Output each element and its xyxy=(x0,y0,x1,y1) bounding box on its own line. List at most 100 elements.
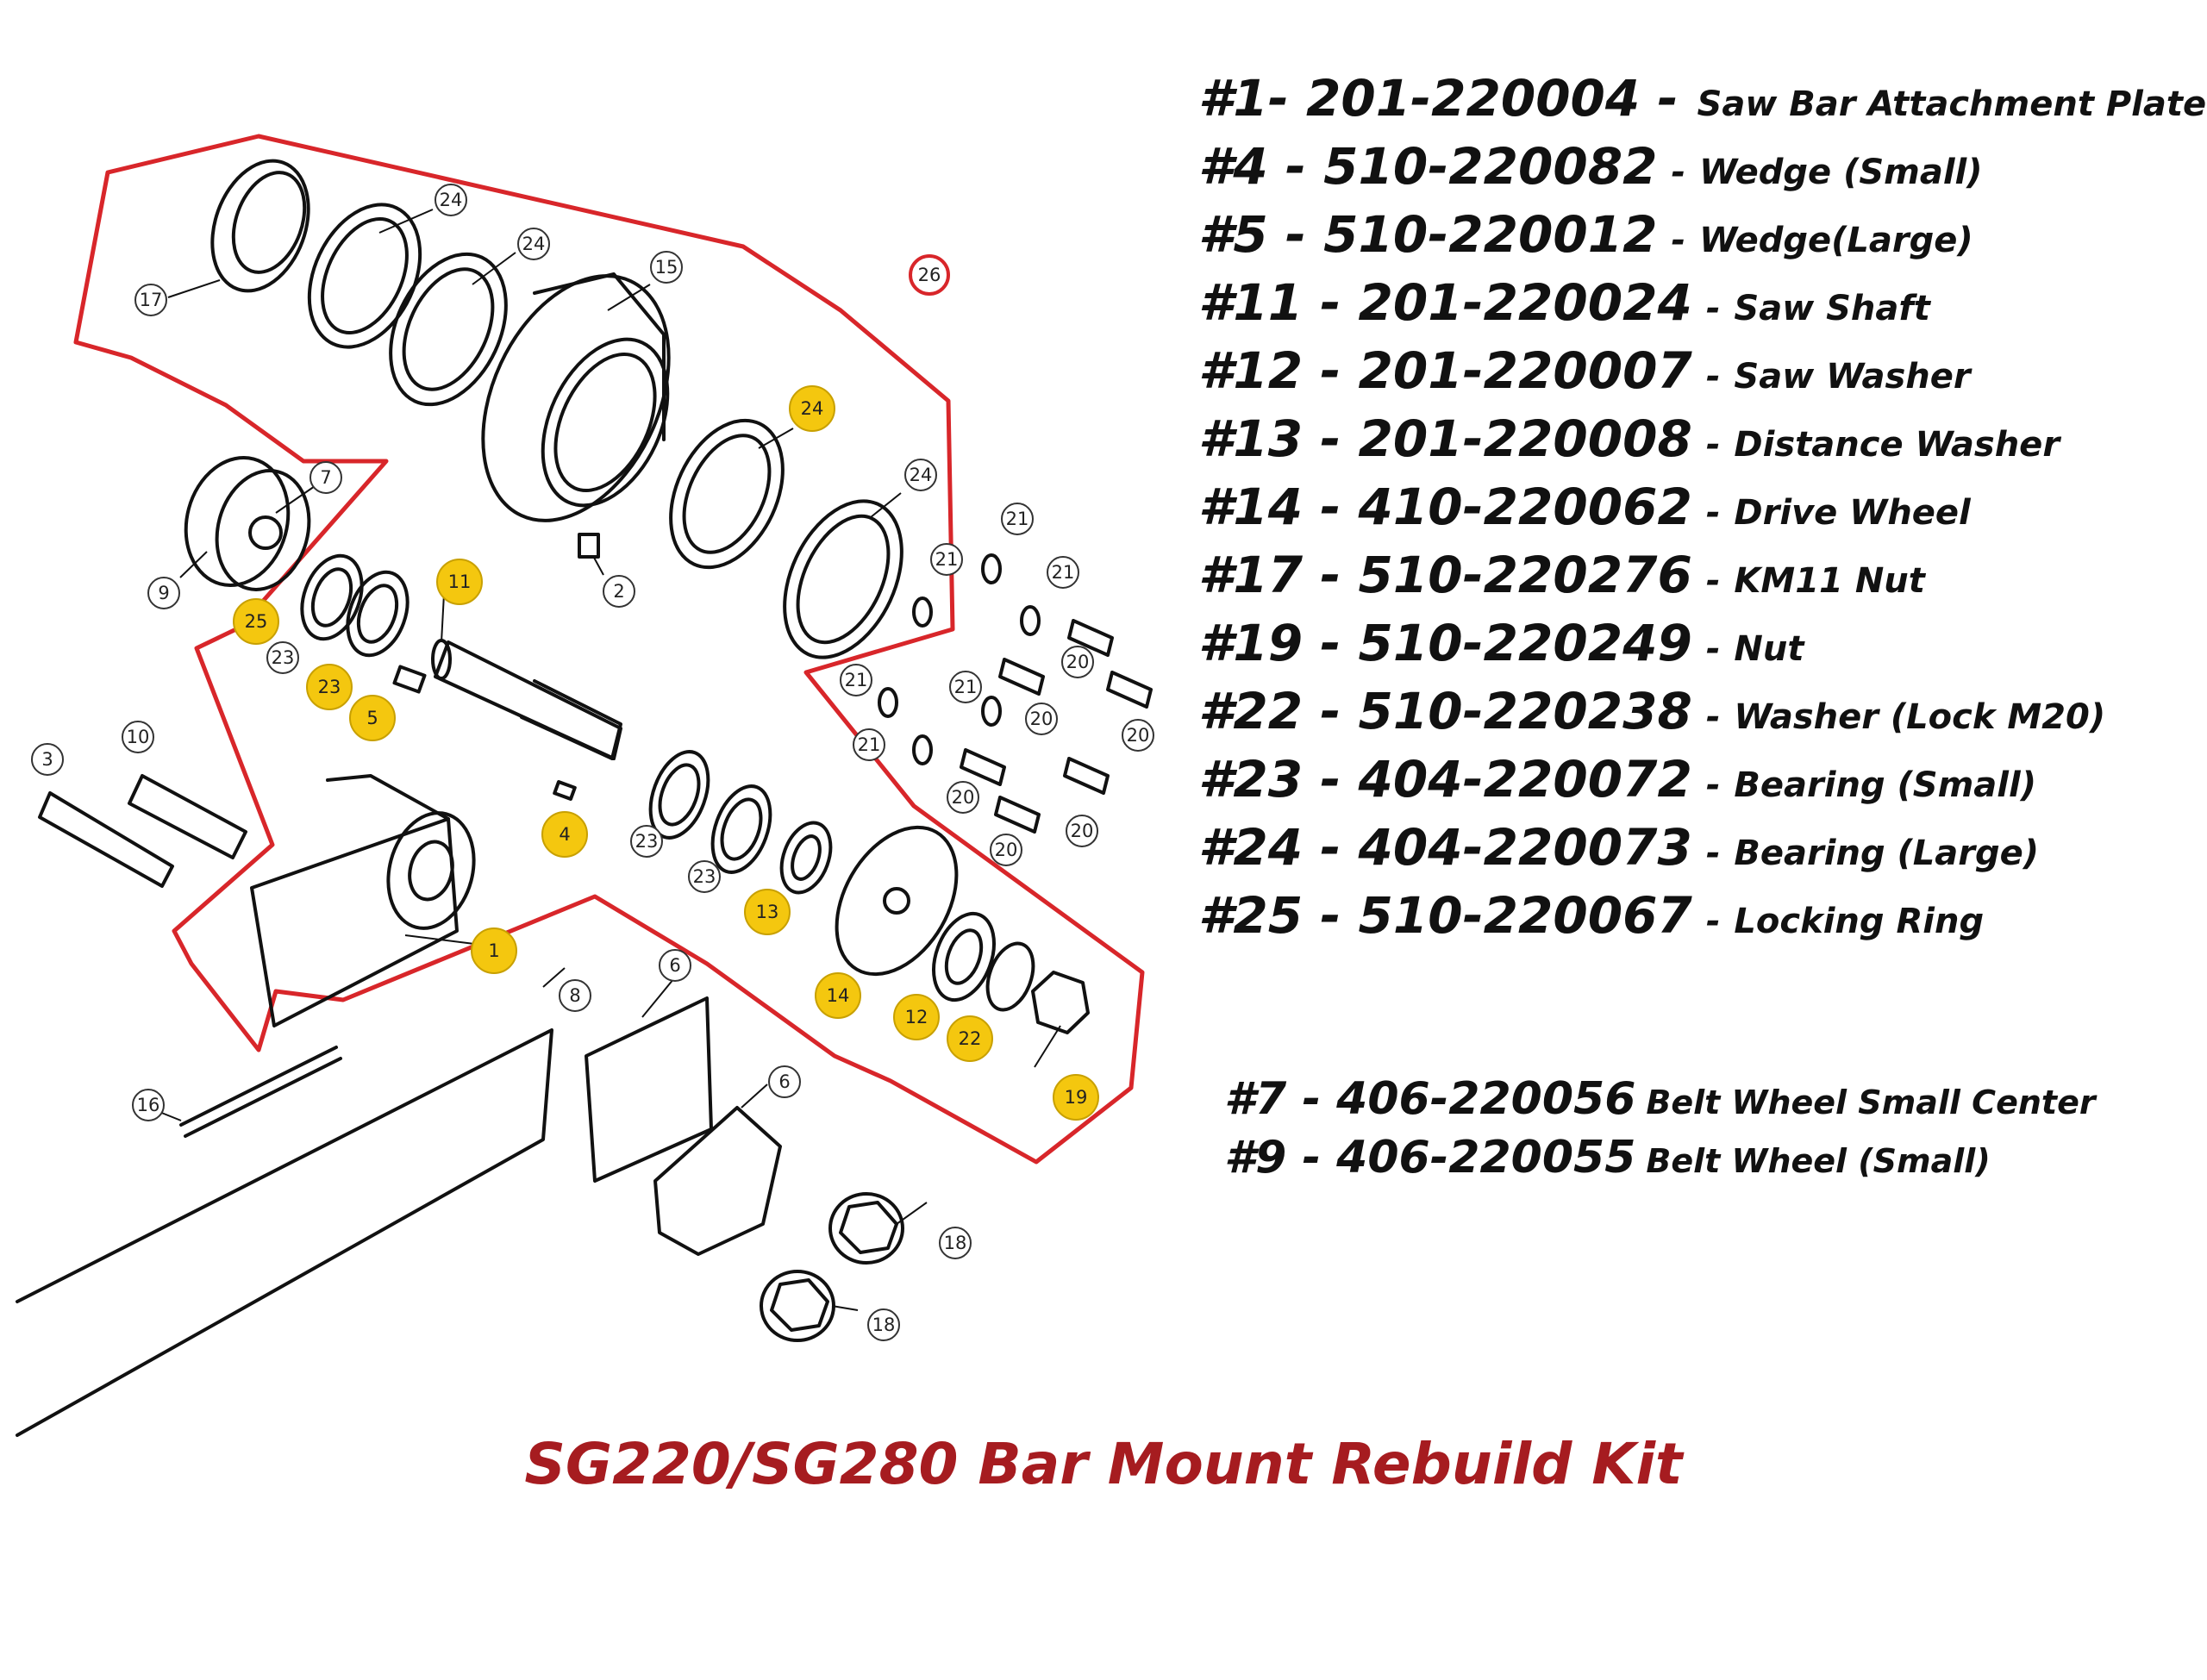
callout-circle xyxy=(947,1015,993,1062)
callout-label: 5 xyxy=(366,708,378,728)
part-bearing-large-2 xyxy=(389,252,508,407)
legend-part-description: Wedge (Small) xyxy=(1699,153,1983,192)
legend-part-code: #13 - 201-220008 xyxy=(1198,409,1692,468)
callout: 20 xyxy=(1066,815,1098,847)
legend-row: #17 - 510-220276-KM11 Nut xyxy=(1198,546,2198,614)
callout-label: 22 xyxy=(959,1028,982,1049)
callout-circle xyxy=(1066,815,1098,847)
callout: 21 xyxy=(840,664,872,696)
legend-row: #12 - 201-220007-Saw Washer xyxy=(1198,341,2198,409)
callout: 13 xyxy=(744,889,791,935)
part-grease-fitting xyxy=(578,533,600,559)
callout-label: 24 xyxy=(440,190,463,210)
callout: 14 xyxy=(815,972,861,1019)
legend-separator: - xyxy=(1705,697,1721,737)
legend-separator: - xyxy=(1705,834,1721,873)
callout-label: 12 xyxy=(905,1007,928,1027)
legend-part-code: #9 - 406-220055 xyxy=(1224,1132,1636,1183)
callout-circle xyxy=(688,860,721,893)
legend-row: #19 - 510-220249-Nut xyxy=(1198,614,2198,682)
legend-separator: - xyxy=(1705,289,1721,328)
callout-label: 20 xyxy=(1071,821,1094,841)
legend-row: #22 - 510-220238-Washer (Lock M20) xyxy=(1198,682,2198,750)
legend-row: #4 - 510-220082-Wedge (Small) xyxy=(1198,137,2198,205)
callout-circle xyxy=(744,889,791,935)
callout-label: 20 xyxy=(1066,652,1090,672)
part-saw-bar xyxy=(16,1028,553,1437)
callout-circle xyxy=(31,743,64,776)
callout-label: 20 xyxy=(952,787,975,808)
callout: 12 xyxy=(893,994,940,1040)
legend-part-description: Wedge(Large) xyxy=(1699,221,1973,260)
callout-label: 15 xyxy=(655,257,678,278)
legend-part-description: Nut xyxy=(1734,629,1804,669)
legend-separator: - xyxy=(1705,425,1721,465)
callout-label: 24 xyxy=(801,398,824,419)
legend-separator: - xyxy=(1705,357,1721,397)
callout: 20 xyxy=(947,781,979,814)
callout: 20 xyxy=(1122,719,1154,752)
part-lock-washer xyxy=(985,941,1035,1012)
callout: 26 xyxy=(909,254,950,296)
callout-circle xyxy=(603,575,635,608)
callout-circle xyxy=(650,251,683,284)
callout-label: 20 xyxy=(995,840,1018,860)
legend-part-code: #25 - 510-220067 xyxy=(1198,886,1692,945)
legend-part-code: #24 - 404-220073 xyxy=(1198,818,1692,877)
callout: 21 xyxy=(1001,503,1034,535)
callout-label: 11 xyxy=(448,571,472,592)
callout-circle xyxy=(1122,719,1154,752)
legend-row: #24 - 404-220073-Bearing (Large) xyxy=(1198,818,2198,886)
callout-label: 17 xyxy=(140,290,163,310)
legend-part-description: Drive Wheel xyxy=(1734,493,1971,533)
callout: 15 xyxy=(650,251,683,284)
callout-label: 24 xyxy=(522,234,546,254)
callout-label: 18 xyxy=(944,1233,967,1253)
legend-row: #13 - 201-220008-Distance Washer xyxy=(1198,409,2198,478)
callout-label: 18 xyxy=(872,1315,896,1335)
part-clamp-plates xyxy=(585,996,782,1256)
callout-label: 25 xyxy=(245,611,268,632)
callout-label: 23 xyxy=(693,866,716,887)
callout-circle xyxy=(134,284,167,316)
legend-part-code: #5 - 510-220012 xyxy=(1198,205,1658,264)
callout-circle xyxy=(909,254,950,296)
part-bolt-cluster xyxy=(878,553,1153,834)
callout: 21 xyxy=(1047,556,1079,589)
callout-circle xyxy=(517,228,550,260)
callout: 4 xyxy=(541,811,588,858)
callout: 21 xyxy=(949,671,982,703)
callout-circle xyxy=(541,811,588,858)
callout-label: 14 xyxy=(827,985,850,1006)
legend-row: #14 - 410-220062-Drive Wheel xyxy=(1198,478,2198,546)
legend-part-description: Belt Wheel Small Center xyxy=(1646,1084,2096,1121)
callout: 20 xyxy=(990,834,1022,866)
legend-separator: - xyxy=(1705,561,1721,601)
callout: 21 xyxy=(930,543,963,576)
callout-label: 2 xyxy=(613,581,624,602)
callout-circle xyxy=(266,641,299,674)
callout-label: 21 xyxy=(845,670,868,690)
callout-label: 13 xyxy=(756,902,779,922)
callout-circle xyxy=(789,385,835,432)
callout-circle xyxy=(147,577,180,609)
legend-row: #23 - 404-220072-Bearing (Small) xyxy=(1198,750,2198,818)
callout-label: 19 xyxy=(1065,1087,1088,1108)
callout: 23 xyxy=(688,860,721,893)
callout-circle xyxy=(132,1089,165,1121)
callout-circle xyxy=(436,559,483,605)
callout-circle xyxy=(122,721,154,753)
part-pins xyxy=(38,774,247,888)
callout-label: 3 xyxy=(41,749,53,770)
callout: 9 xyxy=(147,577,180,609)
legend-part-code: #19 - 510-220249 xyxy=(1198,614,1692,672)
callout: 19 xyxy=(1053,1074,1099,1121)
callout-circle xyxy=(435,184,467,216)
callout: 11 xyxy=(436,559,483,605)
callout: 8 xyxy=(559,979,591,1012)
part-nut xyxy=(1031,971,1090,1034)
part-wedge-large xyxy=(392,665,427,694)
